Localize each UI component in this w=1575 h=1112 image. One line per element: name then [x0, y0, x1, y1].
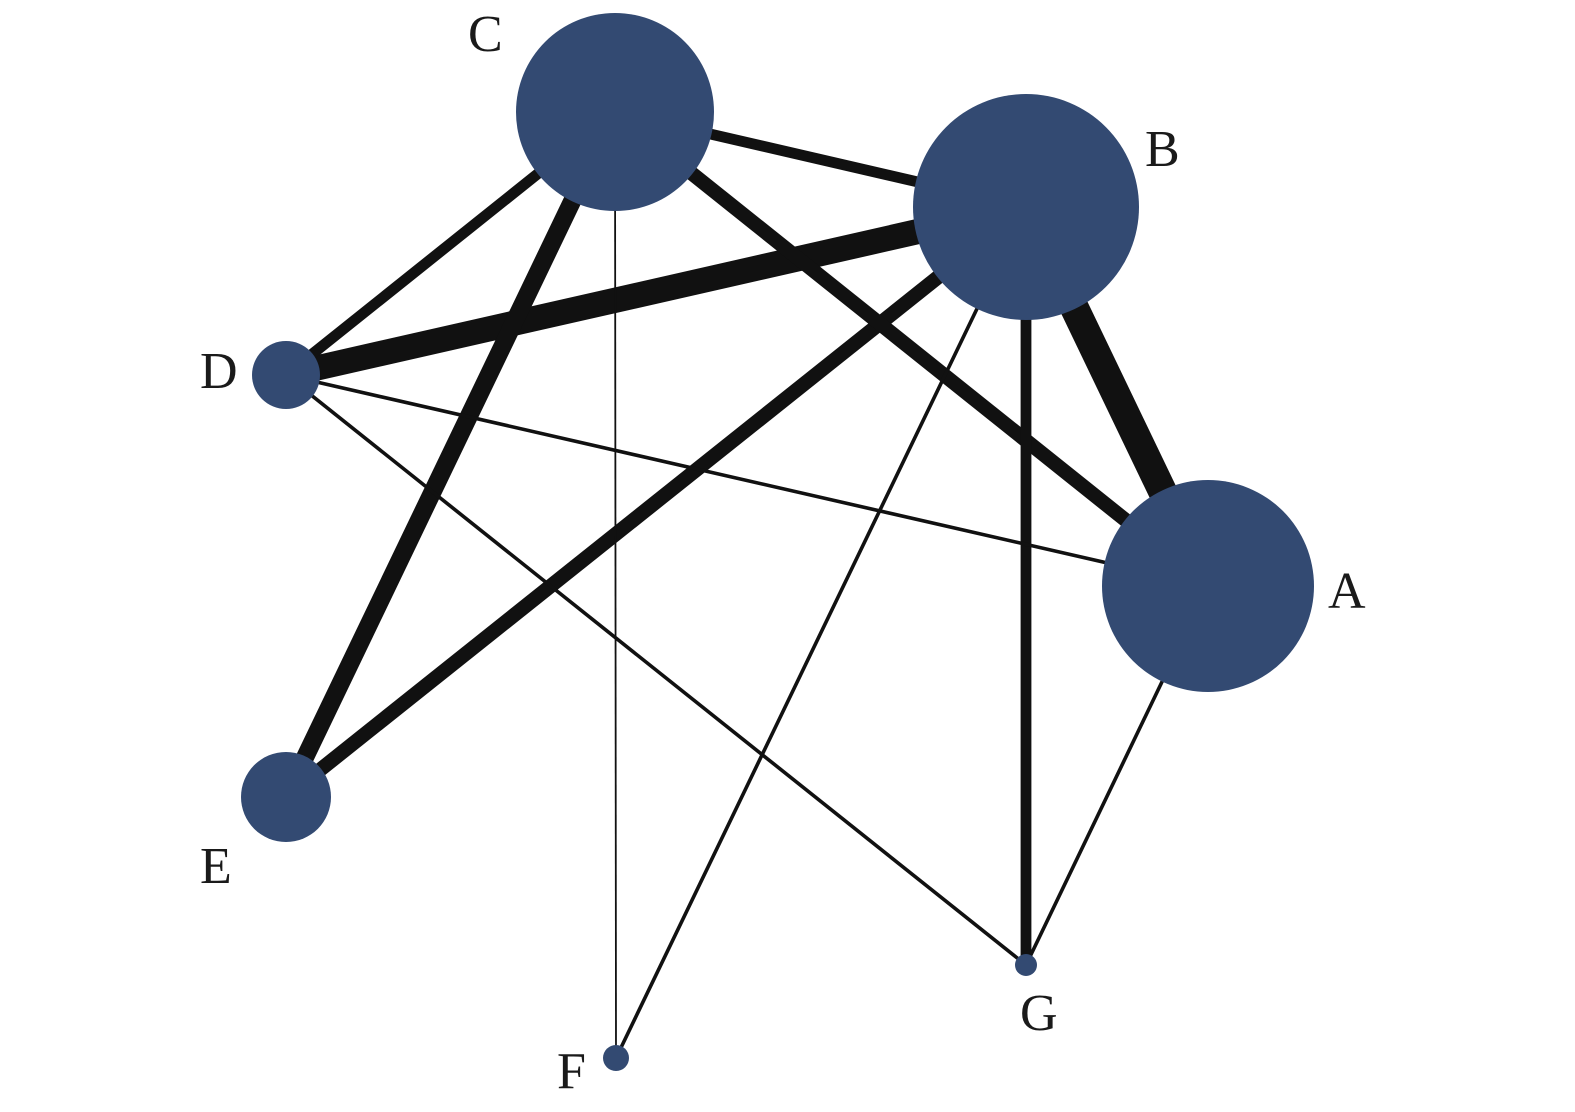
edge-c-a — [610, 106, 1213, 592]
node-g — [1015, 954, 1037, 976]
edge-b-e — [281, 201, 1031, 803]
node-label-a: A — [1328, 563, 1366, 620]
node-e — [241, 752, 331, 842]
node-label-g: G — [1020, 985, 1058, 1042]
node-label-f: F — [557, 1043, 586, 1100]
node-d — [252, 341, 320, 409]
node-label-c: C — [468, 6, 503, 63]
edge-c-f — [614, 111, 617, 1059]
edge-d-a — [285, 373, 1209, 588]
node-c — [516, 13, 714, 211]
labels-layer: A B C D E F G — [200, 6, 1366, 1100]
edge-c-e — [277, 108, 624, 801]
edge-d-g — [284, 373, 1028, 967]
edge-b-d — [283, 194, 1029, 388]
node-b — [913, 94, 1139, 320]
nodes-layer — [241, 13, 1314, 1071]
node-label-e: E — [200, 838, 232, 895]
node-label-b: B — [1145, 121, 1180, 178]
node-a — [1102, 480, 1314, 692]
node-f — [603, 1045, 629, 1071]
node-label-d: D — [200, 343, 238, 400]
edge-b-f — [614, 206, 1028, 1059]
